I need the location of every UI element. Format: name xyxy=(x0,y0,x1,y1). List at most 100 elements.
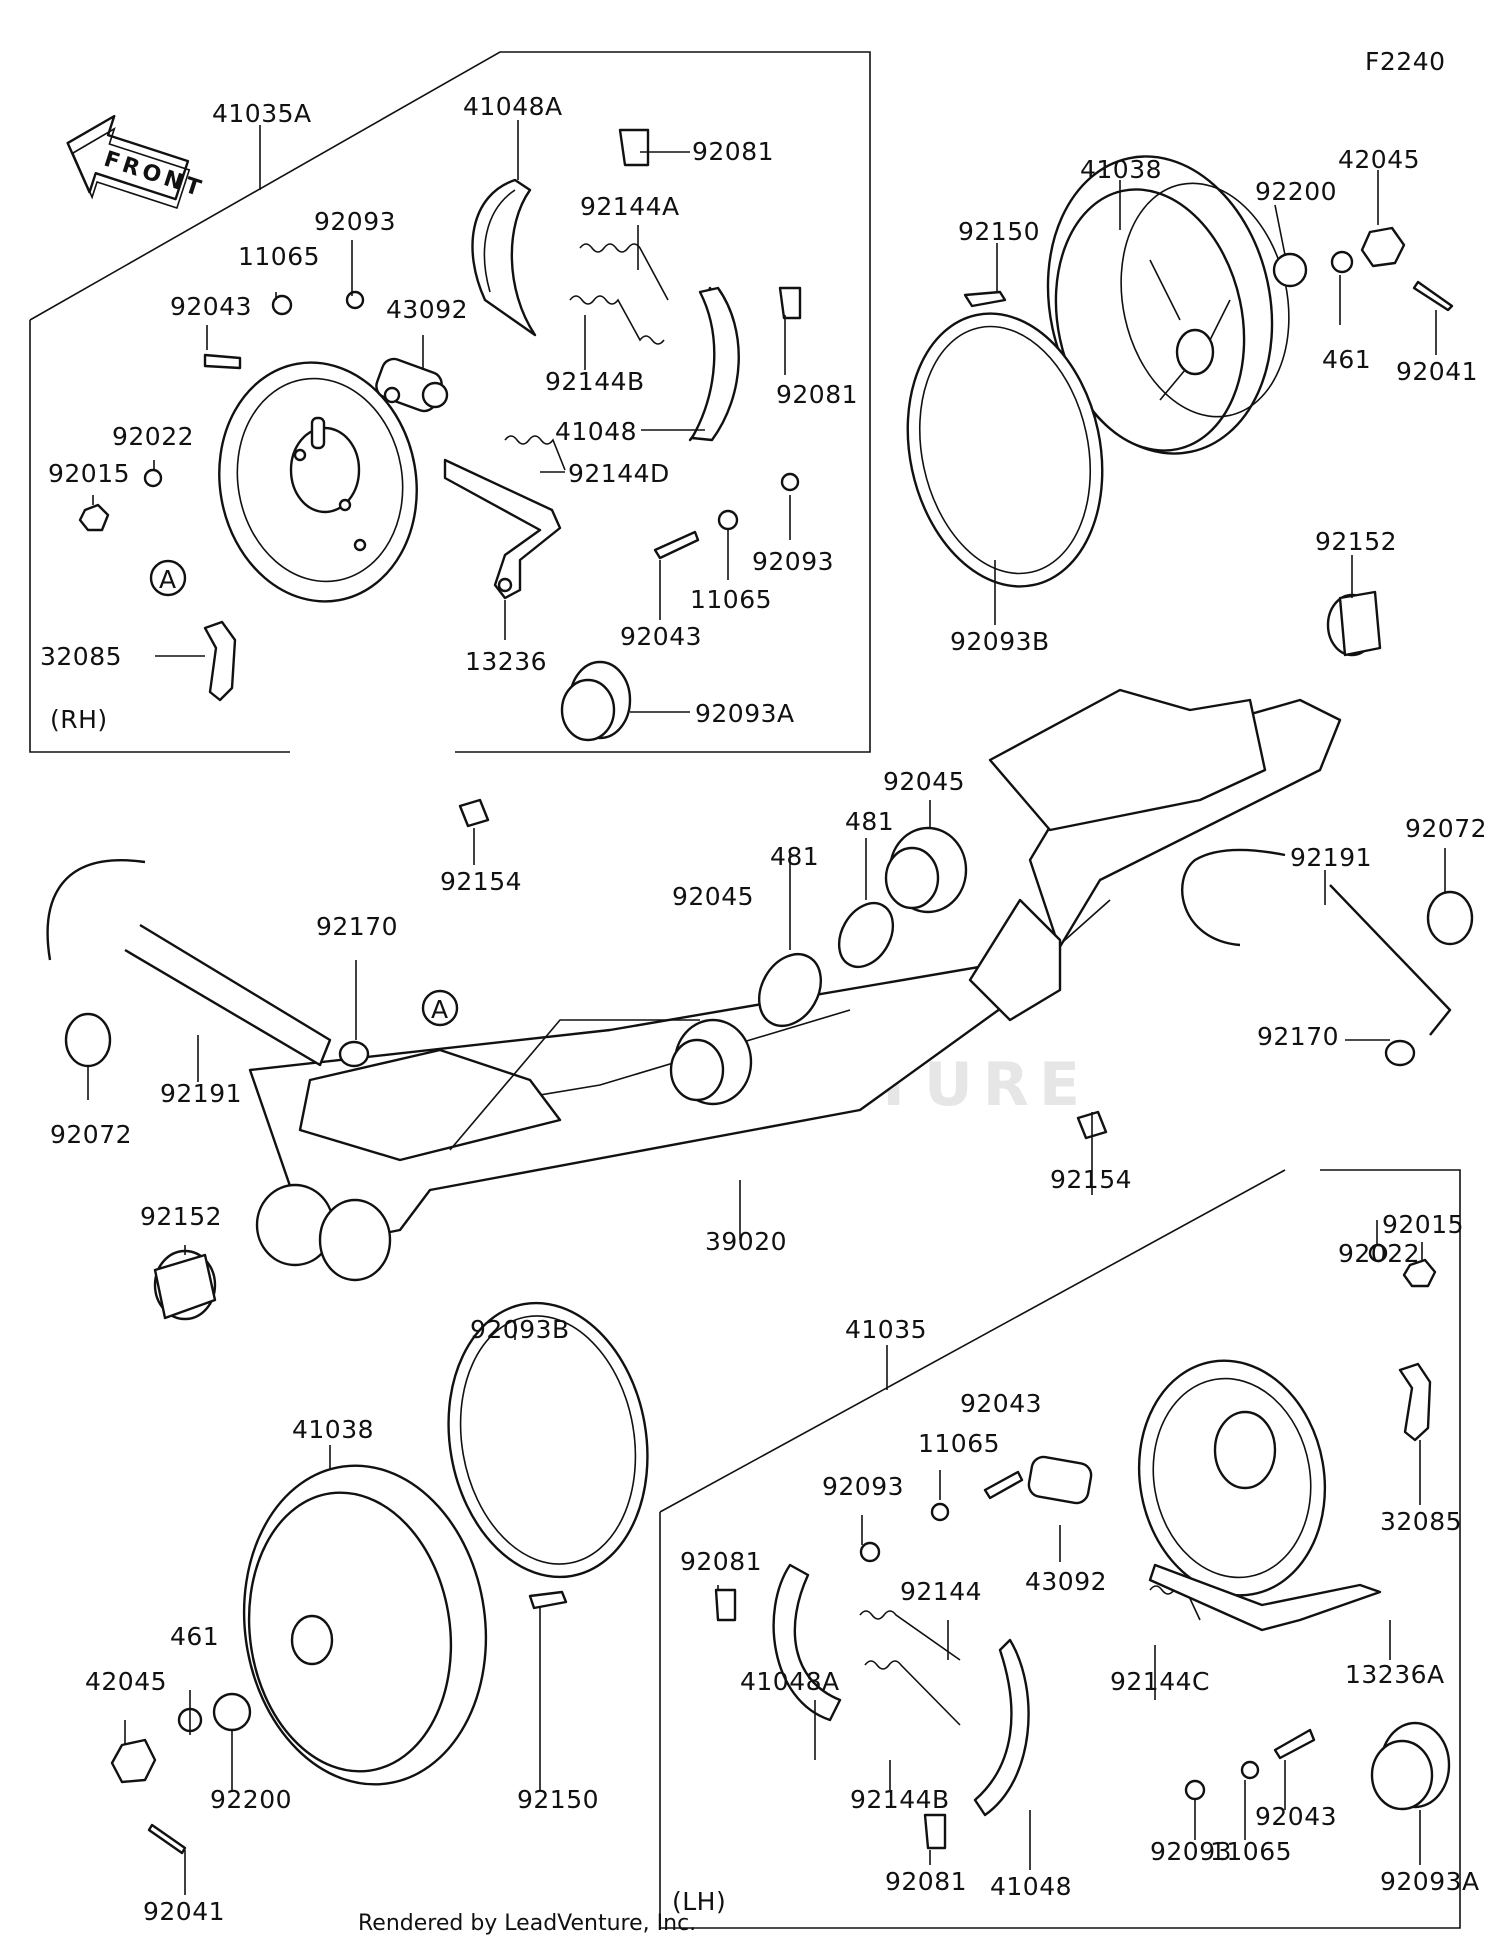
part-label: 42045 xyxy=(85,1667,167,1696)
lh-springs xyxy=(859,1585,1201,1726)
rh-group-box xyxy=(29,51,871,753)
part-label: 461 xyxy=(1322,345,1371,374)
rear-axle-housing-39020 xyxy=(248,688,1342,1282)
part-label: 92043 xyxy=(960,1389,1042,1418)
part-label: 43092 xyxy=(386,295,468,324)
part-label: 92093A xyxy=(1380,1867,1480,1896)
rh-group-label: (RH) xyxy=(50,705,108,734)
lh-group-label: (LH) xyxy=(672,1887,726,1916)
part-label: 92081 xyxy=(776,380,858,409)
rh-pins-washers xyxy=(78,290,800,560)
part-label: 92093 xyxy=(314,207,396,236)
part-label: 92072 xyxy=(50,1120,132,1149)
part-label: 92144A xyxy=(580,192,680,221)
figure-code: F2240 xyxy=(1365,47,1446,76)
callout-a-2 xyxy=(421,989,459,1027)
part-label: 13236A xyxy=(1345,1660,1445,1689)
part-label: 92154 xyxy=(1050,1165,1132,1194)
part-label: 41038 xyxy=(292,1415,374,1444)
part-label: 481 xyxy=(770,842,819,871)
left-brake-drum-41038 xyxy=(242,1464,488,1786)
part-label: 41035A xyxy=(212,99,312,128)
part-label: 92150 xyxy=(517,1785,599,1814)
part-label: 92154 xyxy=(440,867,522,896)
part-label: 92022 xyxy=(1338,1239,1420,1268)
part-label: 39020 xyxy=(705,1227,787,1256)
rh-spring-92144A xyxy=(579,243,669,301)
lh-pins-washers xyxy=(714,1243,1437,1850)
part-label: 92170 xyxy=(1257,1022,1339,1051)
part-label: 41048A xyxy=(463,92,563,121)
part-label: 92150 xyxy=(958,217,1040,246)
part-label: 41038 xyxy=(1080,155,1162,184)
part-label: 41048 xyxy=(555,417,637,446)
left-drum-seal-92093B xyxy=(447,1301,649,1579)
part-label: 92144B xyxy=(545,367,645,396)
part-label: 92045 xyxy=(883,767,965,796)
part-label: 11065 xyxy=(918,1429,1000,1458)
part-label: 92081 xyxy=(885,1867,967,1896)
part-label: 41048A xyxy=(740,1667,840,1696)
rh-wheel-cylinder xyxy=(375,357,449,413)
part-label: 92093 xyxy=(752,547,834,576)
part-label: 92093B xyxy=(470,1315,570,1344)
rh-seal-92093A xyxy=(560,660,632,742)
part-label: 92191 xyxy=(160,1079,242,1108)
callout-a-1-label: A xyxy=(159,565,177,594)
part-label: 41035 xyxy=(845,1315,927,1344)
rh-parking-lever-13236 xyxy=(443,458,562,600)
part-label: 92072 xyxy=(1405,814,1487,843)
callout-a-1 xyxy=(149,559,187,597)
part-label: 11065 xyxy=(238,242,320,271)
callout-a-2-label: A xyxy=(431,995,449,1024)
rh-spring-92144B xyxy=(569,295,665,345)
part-label: 92093 xyxy=(1150,1837,1232,1866)
footer-credit: Rendered by LeadVenture, Inc. xyxy=(358,1911,696,1936)
rh-clip-32085 xyxy=(203,620,237,702)
bearing-92045-right xyxy=(884,826,968,914)
part-label: 92144D xyxy=(568,459,670,488)
part-label: 92081 xyxy=(692,137,774,166)
part-label: 92015 xyxy=(1382,1210,1464,1239)
part-label: 92191 xyxy=(1290,843,1372,872)
part-label: 42045 xyxy=(1338,145,1420,174)
lh-brake-backing-plate xyxy=(1137,1359,1327,1597)
part-label: 92144C xyxy=(1110,1667,1210,1696)
part-label: 92152 xyxy=(1315,527,1397,556)
part-label: 461 xyxy=(170,1622,219,1651)
hose-clamps xyxy=(64,890,1474,1068)
right-hub-hardware xyxy=(963,226,1454,312)
lh-wheel-cylinder xyxy=(1027,1455,1093,1505)
part-label: 92022 xyxy=(112,422,194,451)
rh-brake-shoe-lower xyxy=(688,286,740,442)
lh-parking-lever-13236A xyxy=(1148,1563,1382,1632)
part-label: 92041 xyxy=(1396,357,1478,386)
part-label: 11065 xyxy=(1210,1837,1292,1866)
part-label: 92093B xyxy=(950,627,1050,656)
part-label: 92041 xyxy=(143,1897,225,1926)
part-label: 92093 xyxy=(822,1472,904,1501)
part-label: 13236 xyxy=(465,647,547,676)
left-hub-hardware xyxy=(110,1590,568,1855)
part-label: 92093A xyxy=(695,699,795,728)
right-brake-drum-41038 xyxy=(1046,155,1290,455)
right-drum-seal-92093B xyxy=(906,312,1104,588)
rh-brake-backing-plate xyxy=(218,361,418,603)
part-label: 92152 xyxy=(140,1202,222,1231)
front-arrow-icon: FRONT xyxy=(66,114,207,209)
part-label: 92043 xyxy=(1255,1802,1337,1831)
part-labels: 41035A 41048A 92081 92144A 92093 11065 9… xyxy=(40,92,1487,1926)
part-label: 92144B xyxy=(850,1785,950,1814)
bushings-92152 xyxy=(153,590,1382,1321)
part-label: 92015 xyxy=(48,459,130,488)
part-label: 92200 xyxy=(1255,177,1337,206)
part-label: 11065 xyxy=(690,585,772,614)
part-label: 92043 xyxy=(620,622,702,651)
lh-seal-92093A xyxy=(1370,1721,1451,1811)
part-label: 92045 xyxy=(672,882,754,911)
lh-group-box xyxy=(659,1169,1461,1929)
circlips-481 xyxy=(757,902,895,1027)
lh-brake-shoes xyxy=(772,1563,1030,1817)
bearing-92045-left xyxy=(669,1018,753,1106)
